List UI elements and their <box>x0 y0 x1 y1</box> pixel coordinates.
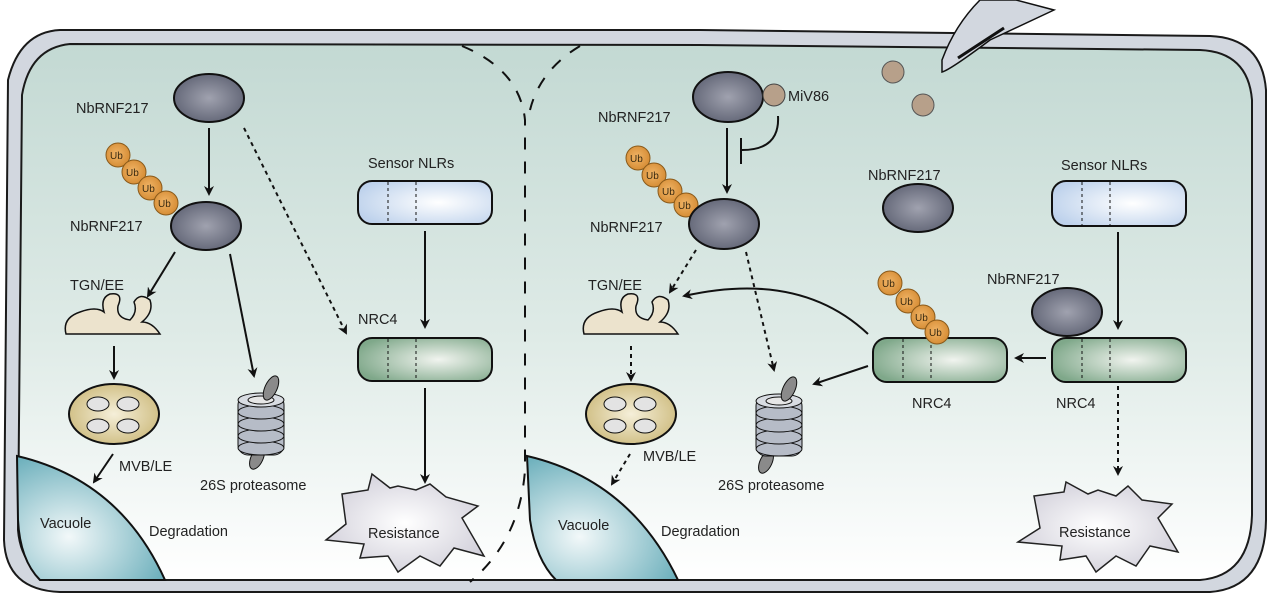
dotted-arrow <box>243 127 347 335</box>
tgn-ee-organelle <box>64 293 162 335</box>
nrc4-ub-label: NRC4 <box>912 396 951 412</box>
nrc4-active-label: NRC4 <box>1056 396 1095 412</box>
vesicle <box>116 418 140 434</box>
nbrnf217-free-label: NbRNF217 <box>868 168 941 184</box>
vacuole <box>15 454 167 581</box>
ub-label: Ub <box>678 201 691 212</box>
left-panel: NbRNF217 Ub Ub Ub Ub NbRNF217 TGN/EE MVB… <box>15 73 493 581</box>
ubiquitinated-nbrnf217 <box>688 198 760 250</box>
vesicle <box>86 396 110 412</box>
arrow <box>812 365 869 387</box>
nbrnf217-bound-protein <box>1031 287 1103 337</box>
sensor-nlr <box>1051 180 1187 227</box>
arrow <box>229 253 258 378</box>
ubiquitinated-nbrnf217 <box>170 201 242 251</box>
ubiquitin-chain: Ub Ub Ub Ub <box>877 270 950 345</box>
mvb-le-organelle <box>585 383 677 445</box>
vesicle <box>603 418 627 434</box>
ubiquitin-chain: Ub Ub Ub Ub <box>625 145 699 218</box>
mvb-le-organelle <box>68 383 160 445</box>
panel-divider <box>461 45 581 583</box>
nbrnf217-bound-label: NbRNF217 <box>987 272 1060 288</box>
proteasome-label: 26S proteasome <box>718 478 824 494</box>
nbrnf217-label: NbRNF217 <box>598 110 671 126</box>
vesicle <box>633 418 657 434</box>
vesicle <box>633 396 657 412</box>
sensor-nlr <box>357 180 493 225</box>
nbrnf217-free-protein <box>882 183 954 233</box>
resistance-burst <box>1015 480 1180 574</box>
vacuole-label: Vacuole <box>40 516 91 532</box>
nrc4-protein <box>357 337 493 382</box>
proteasome-label: 26S proteasome <box>200 478 306 494</box>
nrc4-active-protein <box>1051 337 1187 383</box>
nrc4-label: NRC4 <box>358 312 397 328</box>
sensor-nlrs-label: Sensor NLRs <box>1061 158 1147 174</box>
nbrnf217-ub-label: NbRNF217 <box>590 220 663 236</box>
resistance-label: Resistance <box>1059 525 1131 541</box>
mvb-le-label: MVB/LE <box>119 459 173 475</box>
ub-label: Ub <box>915 313 928 324</box>
tgn-ee-label: TGN/EE <box>70 278 124 294</box>
nrc4-ubiquitinated-protein <box>872 337 1008 383</box>
vesicle <box>116 396 140 412</box>
nbrnf217-label: NbRNF217 <box>76 101 149 117</box>
ub-label: Ub <box>126 168 139 179</box>
miv86-label: MiV86 <box>788 89 829 105</box>
miv86-effector <box>762 83 786 107</box>
degradation-label: Degradation <box>149 524 228 540</box>
ub-label: Ub <box>646 171 659 182</box>
vacuole-label: Vacuole <box>558 518 609 534</box>
tgn-ee-organelle <box>582 293 680 335</box>
inhibition-line <box>741 115 780 151</box>
vacuole <box>525 454 680 581</box>
stylet-needle-icon <box>941 0 1057 73</box>
ub-label: Ub <box>900 297 913 308</box>
26s-proteasome <box>755 376 803 474</box>
effector-particle <box>911 93 935 117</box>
ub-label: Ub <box>630 154 643 165</box>
ub-label: Ub <box>142 184 155 195</box>
dotted-arrow <box>668 249 697 294</box>
ub-label: Ub <box>110 151 123 162</box>
ub-label: Ub <box>158 199 171 210</box>
sensor-nlrs-label: Sensor NLRs <box>368 156 454 172</box>
vesicle <box>603 396 627 412</box>
mvb-le-label: MVB/LE <box>643 449 697 465</box>
nbrnf217-protein <box>692 71 764 123</box>
26s-proteasome <box>237 375 285 470</box>
arrow <box>92 453 114 484</box>
tgn-ee-label: TGN/EE <box>588 278 642 294</box>
dotted-arrow <box>610 453 631 486</box>
ubiquitin-chain: Ub Ub Ub Ub <box>105 142 179 216</box>
nbrnf217-ub-label: NbRNF217 <box>70 219 143 235</box>
right-panel: MiV86 NbRNF217 Ub Ub Ub Ub NbRNF217 TGN/… <box>525 0 1187 581</box>
resistance-burst <box>324 472 486 574</box>
vesicle <box>86 418 110 434</box>
ub-label: Ub <box>882 279 895 290</box>
arrow <box>146 251 176 298</box>
effector-particle <box>881 60 905 84</box>
ub-label: Ub <box>929 328 942 339</box>
arrow <box>682 287 869 335</box>
degradation-label: Degradation <box>661 524 740 540</box>
resistance-label: Resistance <box>368 526 440 542</box>
nbrnf217-protein <box>173 73 245 123</box>
ub-label: Ub <box>662 187 675 198</box>
